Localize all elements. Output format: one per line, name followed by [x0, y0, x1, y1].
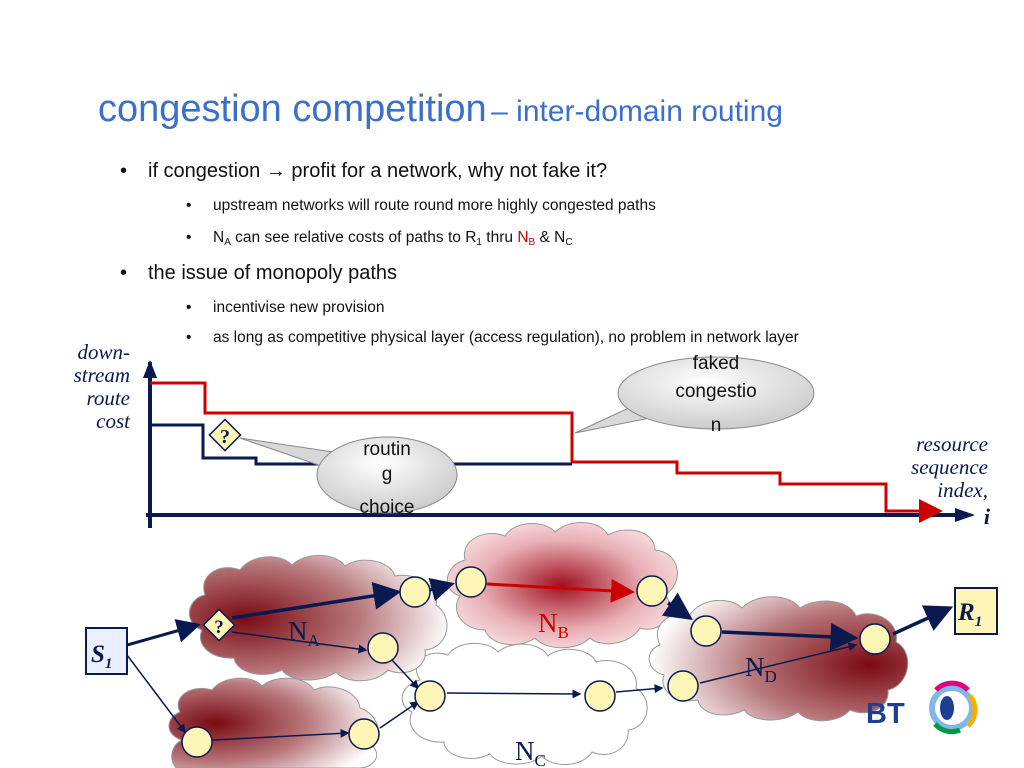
callout-routing-line-3: choice — [360, 497, 415, 518]
link-nd-internal — [721, 622, 859, 651]
routing-decision-diamond — [208, 418, 242, 452]
bullet-2-1-text: incentivise new provision — [213, 299, 385, 316]
link-s1-lower — [126, 654, 186, 734]
bullet-1-1-text: upstream networks will route round more … — [213, 197, 656, 214]
link-na-nb-edge — [428, 577, 455, 602]
callout-routing-bubble — [316, 436, 458, 514]
title-sub: – inter-domain routing — [491, 95, 783, 128]
x-axis-arrowhead — [955, 508, 975, 522]
link-nb-congested — [486, 578, 635, 603]
bullet-1-text: if congestion → profit for a network, wh… — [148, 160, 608, 182]
bullet-2-text: the issue of monopoly paths — [148, 262, 398, 284]
network-nb-label: NB — [538, 608, 569, 642]
bullet-2-2-text: as long as competitive physical layer (a… — [213, 329, 799, 346]
na-decision-diamond — [202, 608, 236, 642]
callout-routing-line-1: routin — [363, 439, 411, 460]
network-nc-label: NC — [515, 736, 546, 768]
callout-faked-line-2: congestio — [675, 381, 756, 402]
x-label-line-1: resource — [916, 432, 988, 456]
bt-piper-figure — [940, 696, 954, 720]
router-node — [181, 726, 213, 758]
link-nc-nd — [615, 684, 664, 694]
cost-line-real — [150, 423, 572, 466]
network-diagram: ? S1 R1 NA NB ND NC — [85, 522, 998, 768]
slide-title: congestion competition – inter-domain ro… — [98, 88, 783, 131]
router-node — [859, 623, 891, 655]
y-label-line-1: down- — [78, 340, 131, 364]
link-nd-lower — [699, 642, 858, 684]
link-lower-nc — [379, 701, 420, 729]
network-nd-label: ND — [745, 652, 777, 686]
network-na-label: NA — [288, 616, 321, 650]
callout-faked-line-3: n — [711, 415, 722, 436]
x-label-line-2: sequence — [911, 455, 988, 479]
callout-routing-line-2: g — [382, 464, 393, 485]
router-node — [455, 566, 487, 598]
y-label-line-3: route — [86, 386, 130, 410]
bt-piper-arc-yellow — [966, 694, 978, 728]
router-node — [690, 615, 722, 647]
router-node — [584, 680, 616, 712]
link-na-internal — [231, 631, 368, 654]
link-na-nc — [391, 659, 420, 690]
source-s1-box — [85, 627, 128, 675]
source-s1-label: S1 — [91, 641, 112, 672]
bullet-dot: • — [186, 197, 192, 214]
title-main: congestion competition — [98, 88, 487, 130]
y-axis-arrowhead — [143, 360, 157, 378]
bt-logo-text: BT — [866, 698, 905, 730]
x-label-line-3: index, — [937, 478, 988, 502]
router-node — [636, 575, 668, 607]
decision-question-mark: ? — [220, 426, 230, 448]
router-node — [348, 718, 380, 750]
y-label-line-4: cost — [96, 409, 131, 433]
bt-piper-arc-magenta — [934, 680, 970, 692]
router-node — [667, 670, 699, 702]
bullet-dot: • — [120, 160, 128, 182]
link-nc-internal — [446, 689, 582, 699]
bt-logo: BT — [866, 680, 978, 735]
bullet-dot: • — [186, 229, 192, 246]
cost-line-faked — [150, 381, 930, 513]
link-na-nb — [231, 581, 402, 620]
bt-piper-arc-green — [933, 722, 961, 735]
callout-faked-line-1: faked — [693, 353, 739, 374]
x-variable-label: i — [984, 504, 991, 529]
bullet-dot: • — [120, 262, 128, 284]
bullet-1-2-text: NA can see relative costs of paths to R1… — [213, 229, 573, 248]
cost-chart: down- stream route cost resource sequenc… — [74, 340, 991, 529]
bullet-dot: • — [186, 329, 192, 346]
receiver-r1-box — [954, 587, 998, 635]
router-node — [414, 680, 446, 712]
na-question-mark: ? — [214, 617, 224, 638]
link-nb-nd — [661, 592, 693, 620]
link-nd-r1 — [892, 605, 954, 636]
cloud-nc — [401, 642, 648, 766]
link-lower-internal — [212, 728, 350, 741]
callout-faked-bubble — [617, 356, 815, 430]
link-s1-na — [126, 619, 201, 647]
router-node — [367, 632, 399, 664]
cloud-lower-left — [168, 677, 379, 768]
y-label-line-2: stream — [74, 363, 130, 387]
router-node — [399, 576, 431, 608]
receiver-r1-label: R1 — [957, 599, 982, 630]
bullet-dot: • — [186, 299, 192, 316]
